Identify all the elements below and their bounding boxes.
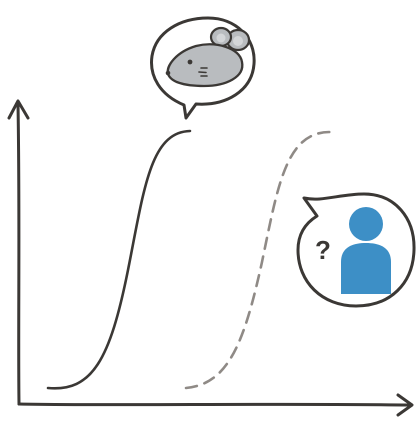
x-axis [17, 393, 414, 417]
mouse-icon [165, 26, 251, 88]
person-speech-bubble: ? [296, 192, 416, 308]
person-icon [341, 207, 391, 294]
human-curve [184, 130, 332, 390]
question-mark: ? [315, 235, 331, 265]
y-axis [7, 99, 30, 406]
mouse-speech-bubble [150, 16, 256, 120]
mouse-curve [46, 129, 192, 390]
